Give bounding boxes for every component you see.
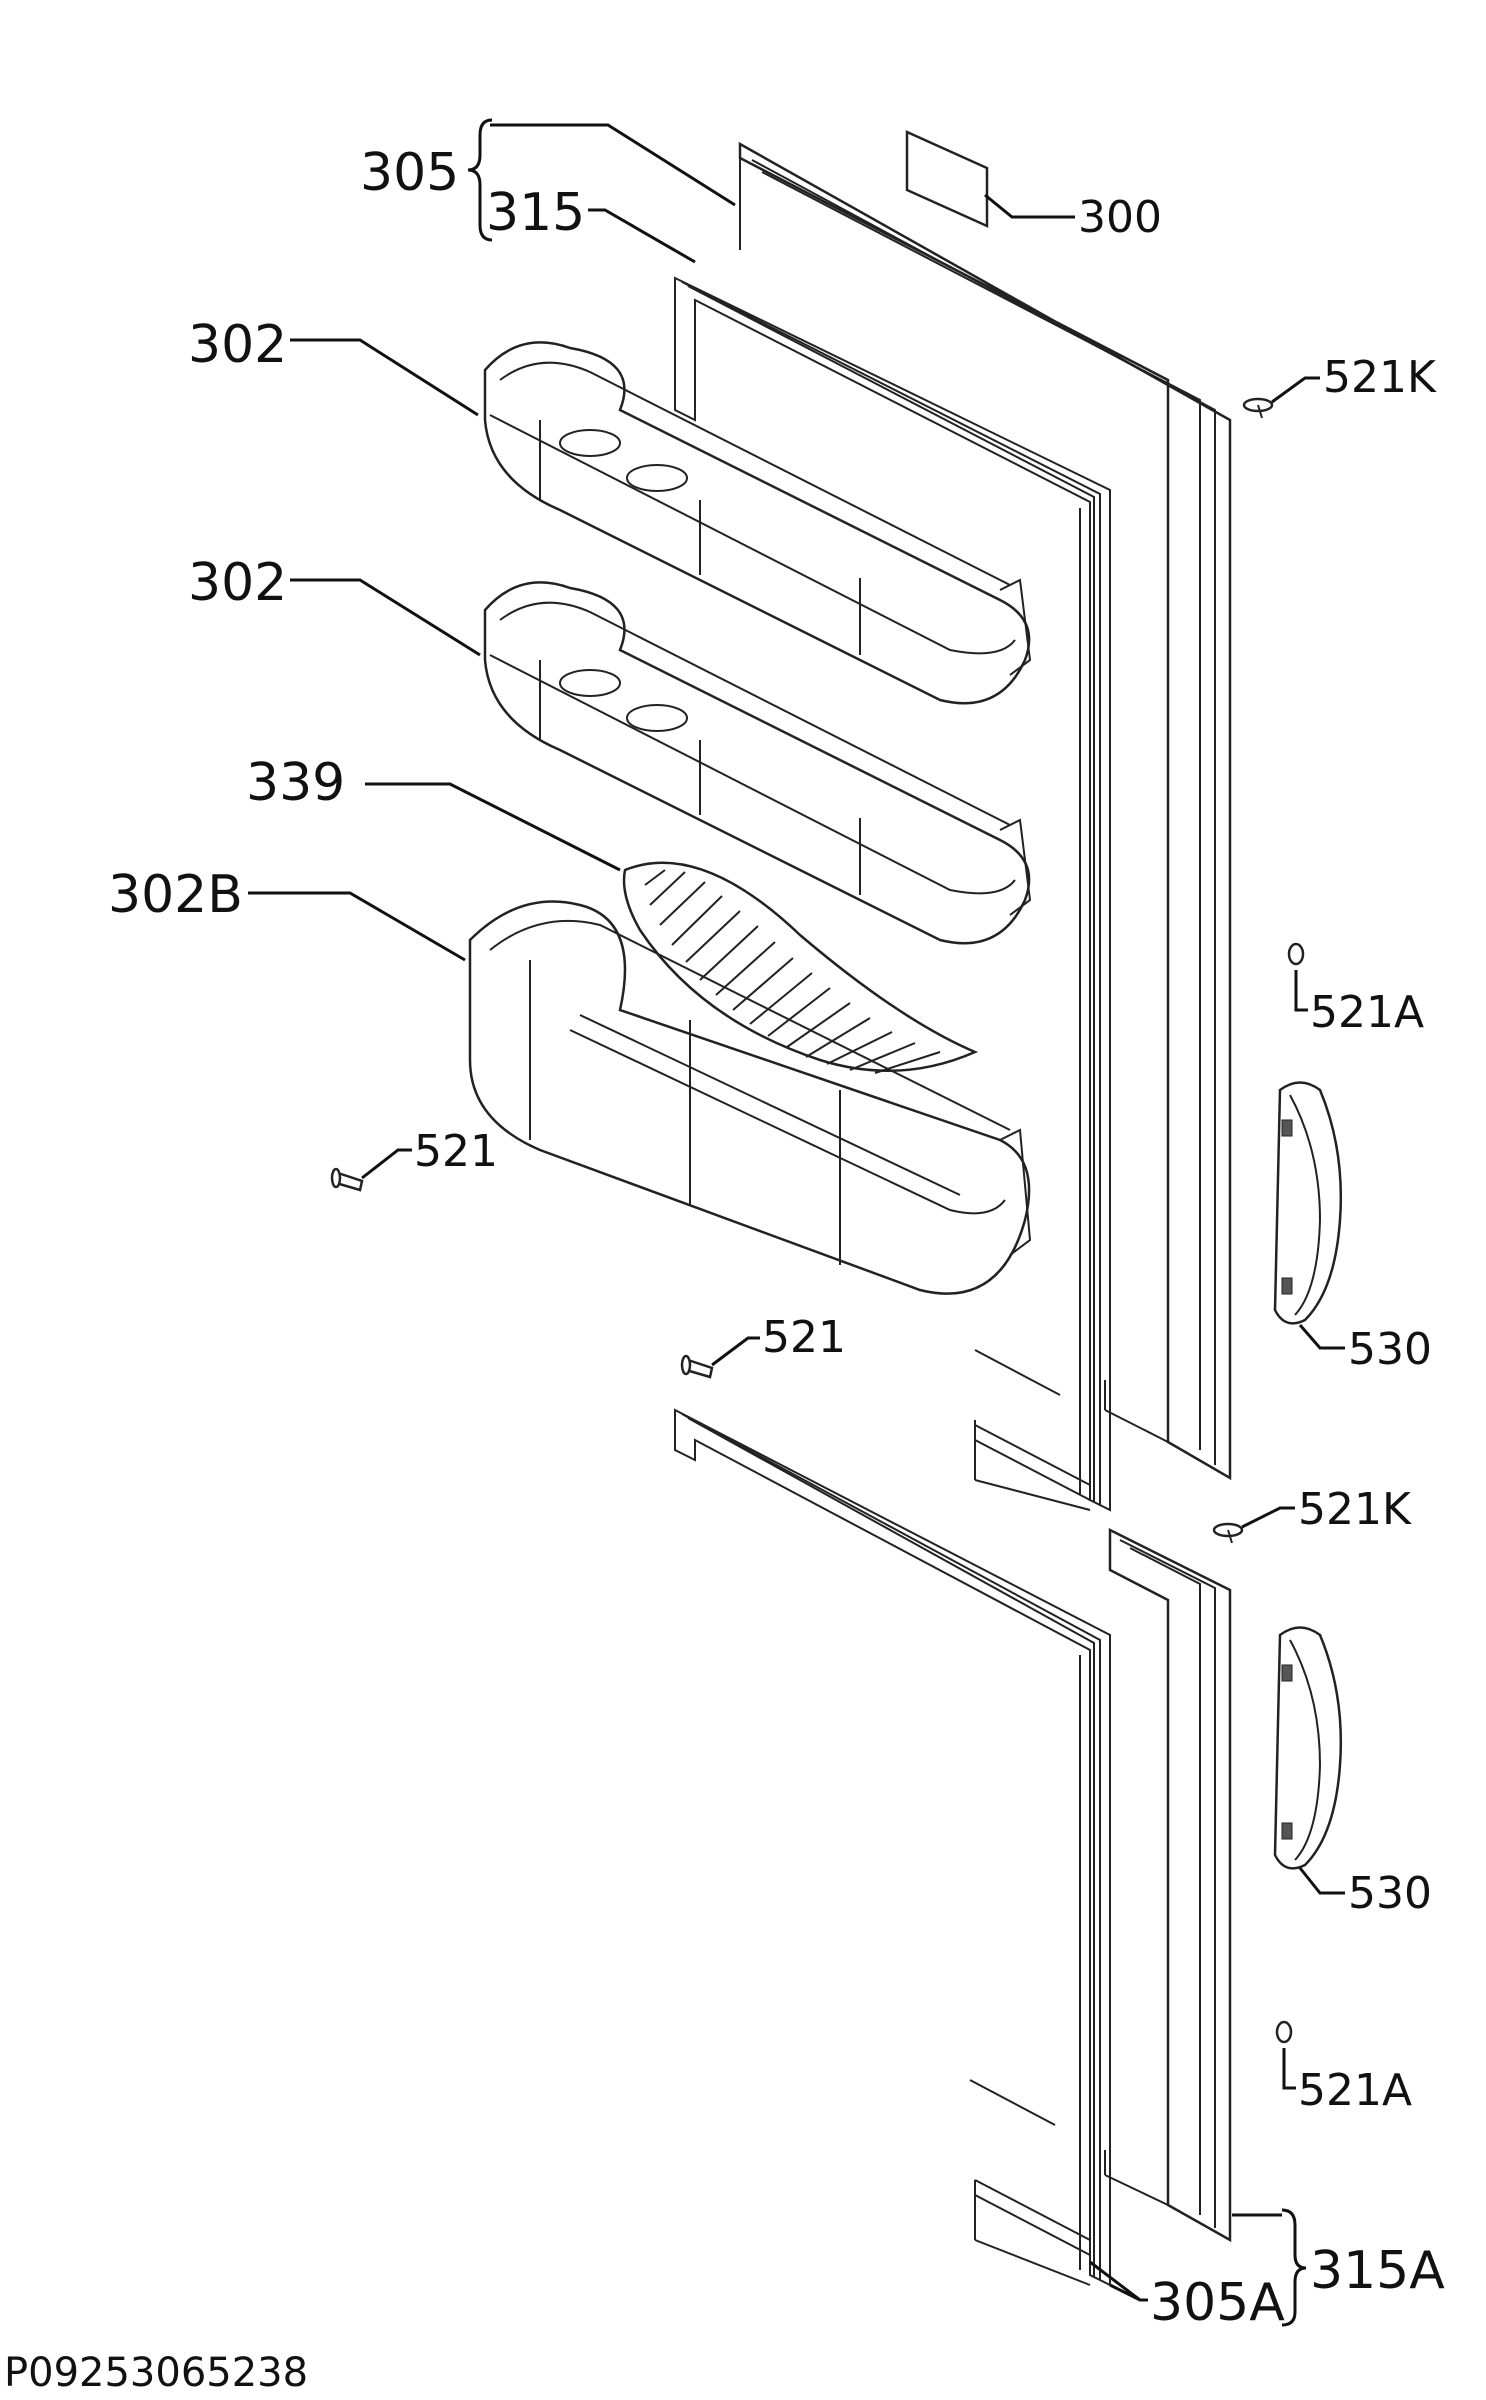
screw-521-left — [330, 1167, 364, 1192]
cap-521a-bottom — [1275, 2020, 1293, 2044]
label-305A: 305A — [1150, 2273, 1285, 2333]
label-521K-top: 521K — [1323, 352, 1437, 403]
door-handle-lower — [1273, 1626, 1343, 1870]
upper-door-panel — [738, 141, 1232, 1481]
leader-lines — [248, 118, 1345, 2327]
label-315A: 315A — [1310, 2241, 1445, 2301]
door-shelf-upper — [483, 341, 1032, 705]
label-339: 339 — [246, 753, 345, 813]
label-530-top: 530 — [1348, 1324, 1432, 1375]
label-521A-top: 521A — [1310, 987, 1424, 1038]
label-302-upper: 302 — [188, 315, 287, 375]
label-521K-middle: 521K — [1298, 1484, 1412, 1535]
cap-521a-top — [1287, 942, 1305, 966]
label-302B: 302B — [108, 865, 243, 925]
label-300: 300 — [1078, 192, 1162, 243]
screw-521-middle — [680, 1354, 714, 1379]
door-handle-upper — [1273, 1081, 1343, 1325]
lower-door-gasket — [674, 1408, 1111, 2287]
label-530-bottom: 530 — [1348, 1868, 1432, 1919]
bottle-guard — [622, 861, 979, 1074]
label-521-left: 521 — [414, 1126, 498, 1177]
screw-521k-middle — [1212, 1522, 1244, 1544]
rating-label-plate — [905, 130, 989, 228]
door-shelf-bottom — [468, 900, 1032, 1295]
label-521A-bottom: 521A — [1298, 2065, 1412, 2116]
door-shelf-middle — [483, 581, 1032, 945]
screw-521k-top — [1242, 397, 1274, 419]
label-315: 315 — [486, 183, 585, 243]
lower-door-panel — [1104, 1527, 1232, 2243]
document-code: P09253065238 — [4, 2350, 308, 2396]
label-521-middle: 521 — [762, 1312, 846, 1363]
label-305: 305 — [360, 143, 459, 203]
label-302-middle: 302 — [188, 553, 287, 613]
part-labels: 305 315 300 302 302 339 302B 521K 521A 5… — [108, 143, 1445, 2333]
upper-door-gasket — [674, 276, 1111, 1512]
